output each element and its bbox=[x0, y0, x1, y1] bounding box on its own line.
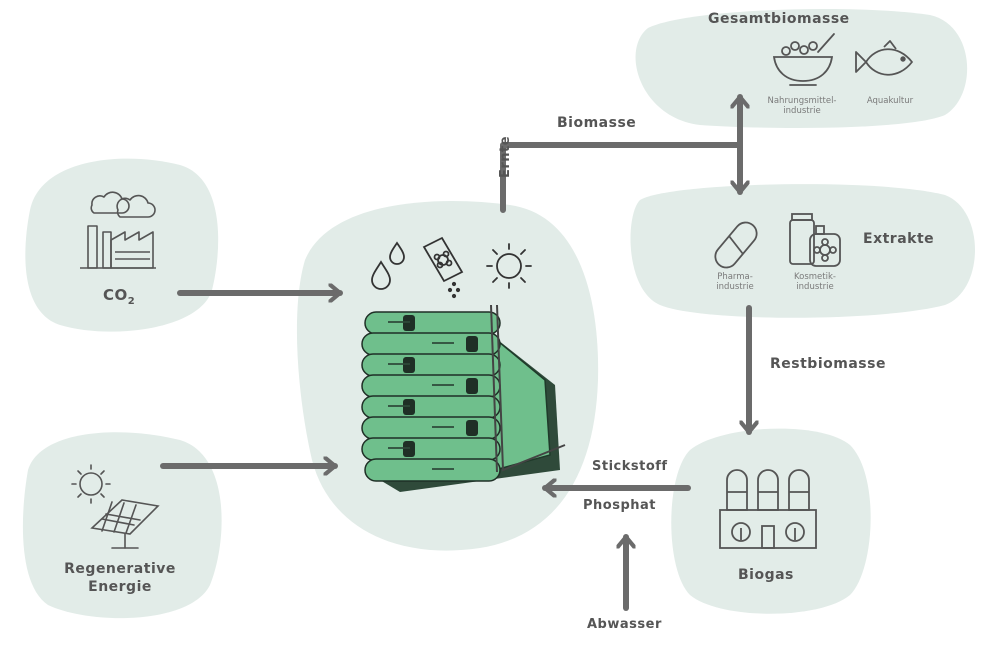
biomasse-label: Biomasse bbox=[557, 115, 637, 131]
abwasser-label: Abwasser bbox=[587, 617, 662, 632]
biogas-blob bbox=[671, 428, 871, 614]
energy-blob bbox=[22, 432, 222, 619]
co2-text: CO bbox=[103, 286, 128, 304]
solar-icon bbox=[71, 464, 160, 549]
sun-icon bbox=[486, 243, 532, 289]
pharma-line2: industrie bbox=[716, 282, 754, 292]
water-drops-icon bbox=[371, 241, 405, 290]
biogas-plant-icon bbox=[719, 469, 817, 549]
energy-label: Regenerative Energie bbox=[40, 560, 200, 596]
cosmetics-line1: Kosmetik- bbox=[794, 272, 836, 282]
fish-icon bbox=[855, 40, 913, 76]
pharma-line1: Pharma- bbox=[717, 272, 753, 282]
pill-icon bbox=[714, 221, 758, 269]
co2-label: CO2 bbox=[103, 286, 135, 307]
cosmetics-label: Kosmetik- industrie bbox=[780, 272, 850, 292]
energy-line2: Energie bbox=[88, 579, 152, 595]
cosmetics-line2: industrie bbox=[796, 282, 834, 292]
gesamt-title: Gesamtbiomasse bbox=[708, 11, 850, 27]
aquakultur-label: Aquakultur bbox=[866, 96, 914, 106]
phosphat-label: Phosphat bbox=[583, 498, 656, 513]
arrow-group bbox=[160, 94, 749, 611]
cosmetics-icon bbox=[789, 213, 841, 267]
food-line2: industrie bbox=[783, 106, 821, 116]
gesamt-blob bbox=[635, 8, 968, 128]
food-industry-label: Nahrungsmittel- industrie bbox=[752, 96, 852, 116]
pharma-label: Pharma- industrie bbox=[700, 272, 770, 292]
photobioreactor-icon bbox=[361, 304, 566, 492]
co2-blob bbox=[25, 158, 219, 332]
restbiomasse-label: Restbiomasse bbox=[770, 356, 886, 372]
nutrient-packet-icon bbox=[422, 236, 464, 299]
stickstoff-label: Stickstoff bbox=[592, 459, 668, 474]
factory-icon bbox=[80, 191, 156, 269]
harvest-line bbox=[500, 142, 743, 213]
biogas-title: Biogas bbox=[738, 567, 794, 583]
extrakte-blob bbox=[630, 184, 975, 318]
extrakte-title: Extrakte bbox=[863, 231, 935, 247]
bowl-icon bbox=[772, 33, 835, 86]
ernte-label: Ernte bbox=[498, 135, 513, 178]
food-line1: Nahrungsmittel- bbox=[767, 96, 837, 106]
co2-subscript: 2 bbox=[127, 296, 136, 307]
energy-line1: Regenerative bbox=[64, 561, 176, 577]
